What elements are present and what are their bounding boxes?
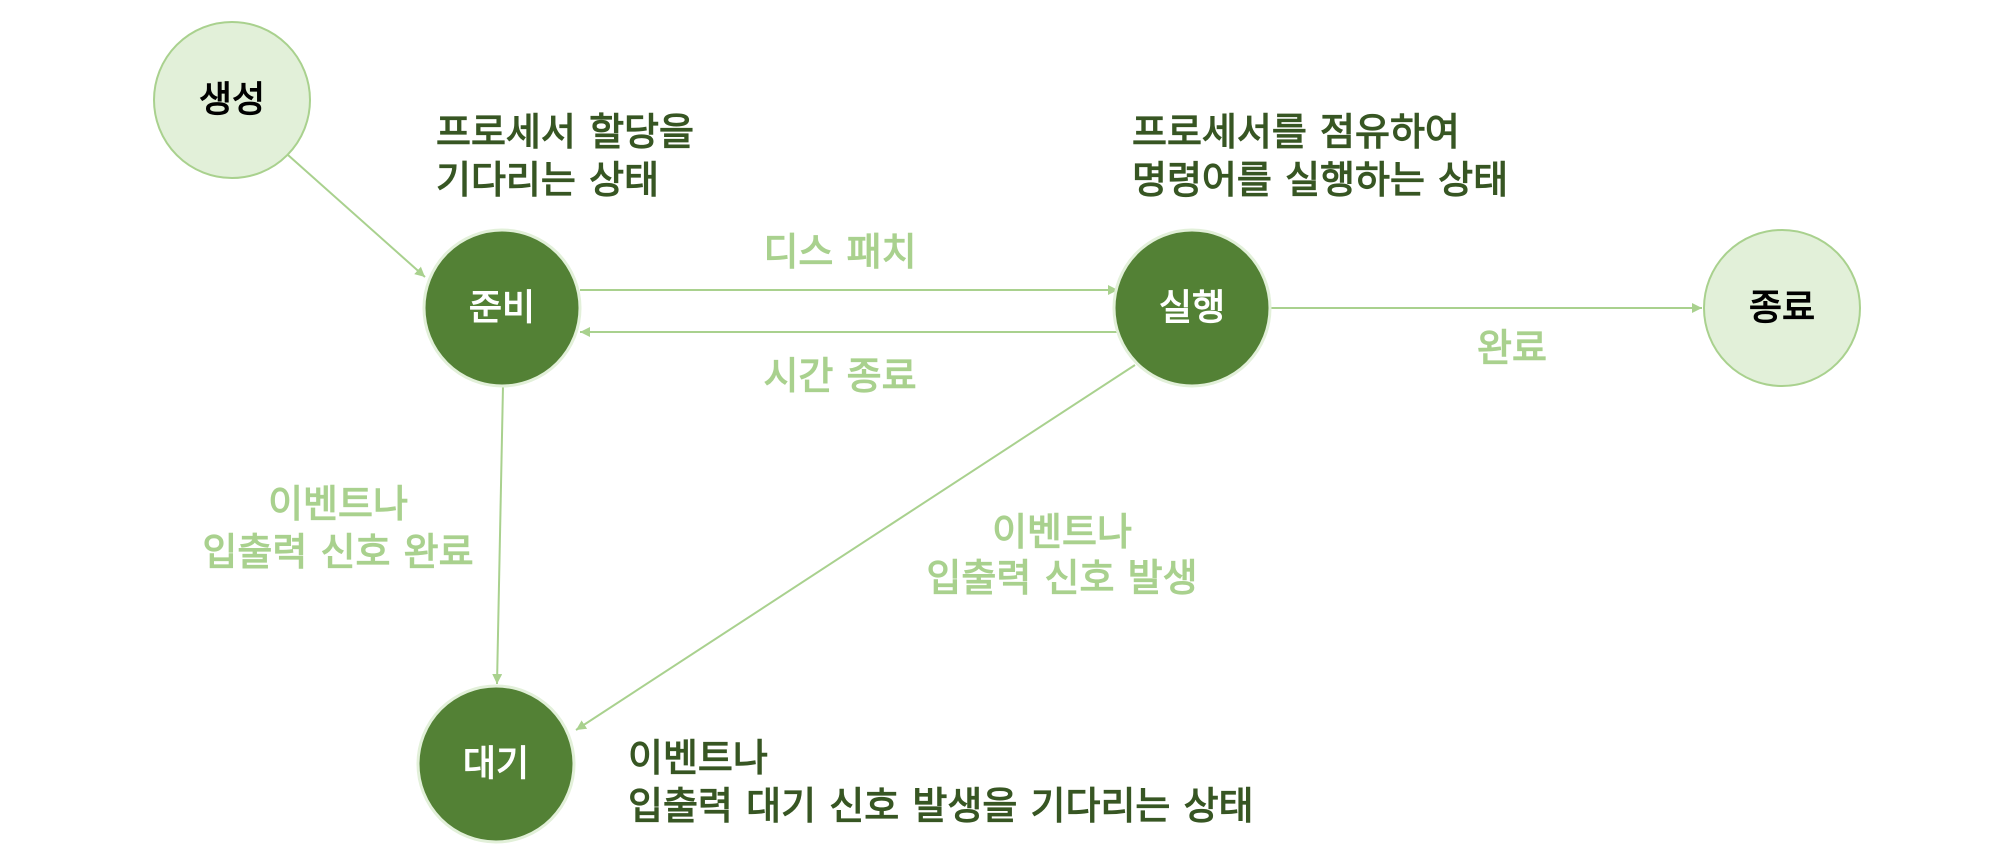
node-ready-circle — [422, 228, 582, 388]
node-running-circle — [1112, 228, 1272, 388]
edge-label-io-occur-line2: 입출력 신호 발생 — [926, 556, 1197, 600]
node-waiting-circle — [416, 684, 576, 844]
node-running-label: 실행 — [1159, 288, 1225, 329]
annotation-running-line2: 명령어를 실행하는 상태 — [1132, 158, 1508, 202]
node-create-label: 생성 — [199, 80, 265, 121]
annotation-running-line1: 프로세서를 점유하여 — [1132, 110, 1460, 154]
node-terminated-label: 종료 — [1749, 288, 1815, 329]
edge-label-timeout: 시간 종료 — [763, 354, 916, 398]
edge-label-io-done-line2: 입출력 신호 완료 — [202, 530, 473, 574]
edge-create-to-ready — [287, 154, 426, 278]
node-terminated-circle — [1703, 229, 1861, 387]
node-ready: 준비 — [422, 228, 582, 388]
node-terminated: 종료 — [1703, 229, 1861, 387]
node-ready-label: 준비 — [469, 288, 535, 329]
node-create: 생성 — [153, 21, 311, 179]
annotation-ready-line1: 프로세서 할당을 — [436, 110, 694, 154]
node-waiting-label: 대기 — [463, 744, 529, 785]
node-running: 실행 — [1112, 228, 1272, 388]
annotation-waiting-line1: 이벤트나 — [628, 736, 768, 780]
annotation-ready-line2: 기다리는 상태 — [436, 158, 659, 202]
edge-label-complete: 완료 — [1477, 326, 1547, 370]
node-waiting: 대기 — [416, 684, 576, 844]
node-create-circle — [153, 21, 311, 179]
annotation-waiting-line2: 입출력 대기 신호 발생을 기다리는 상태 — [628, 784, 1254, 828]
edge-label-io-occur-line1: 이벤트나 — [992, 510, 1132, 554]
edge-ready-to-waiting — [492, 385, 504, 685]
edge-label-io-done-line1: 이벤트나 — [268, 482, 408, 526]
edge-label-dispatch: 디스 패치 — [763, 230, 916, 274]
edge-running-to-waiting — [575, 364, 1136, 731]
